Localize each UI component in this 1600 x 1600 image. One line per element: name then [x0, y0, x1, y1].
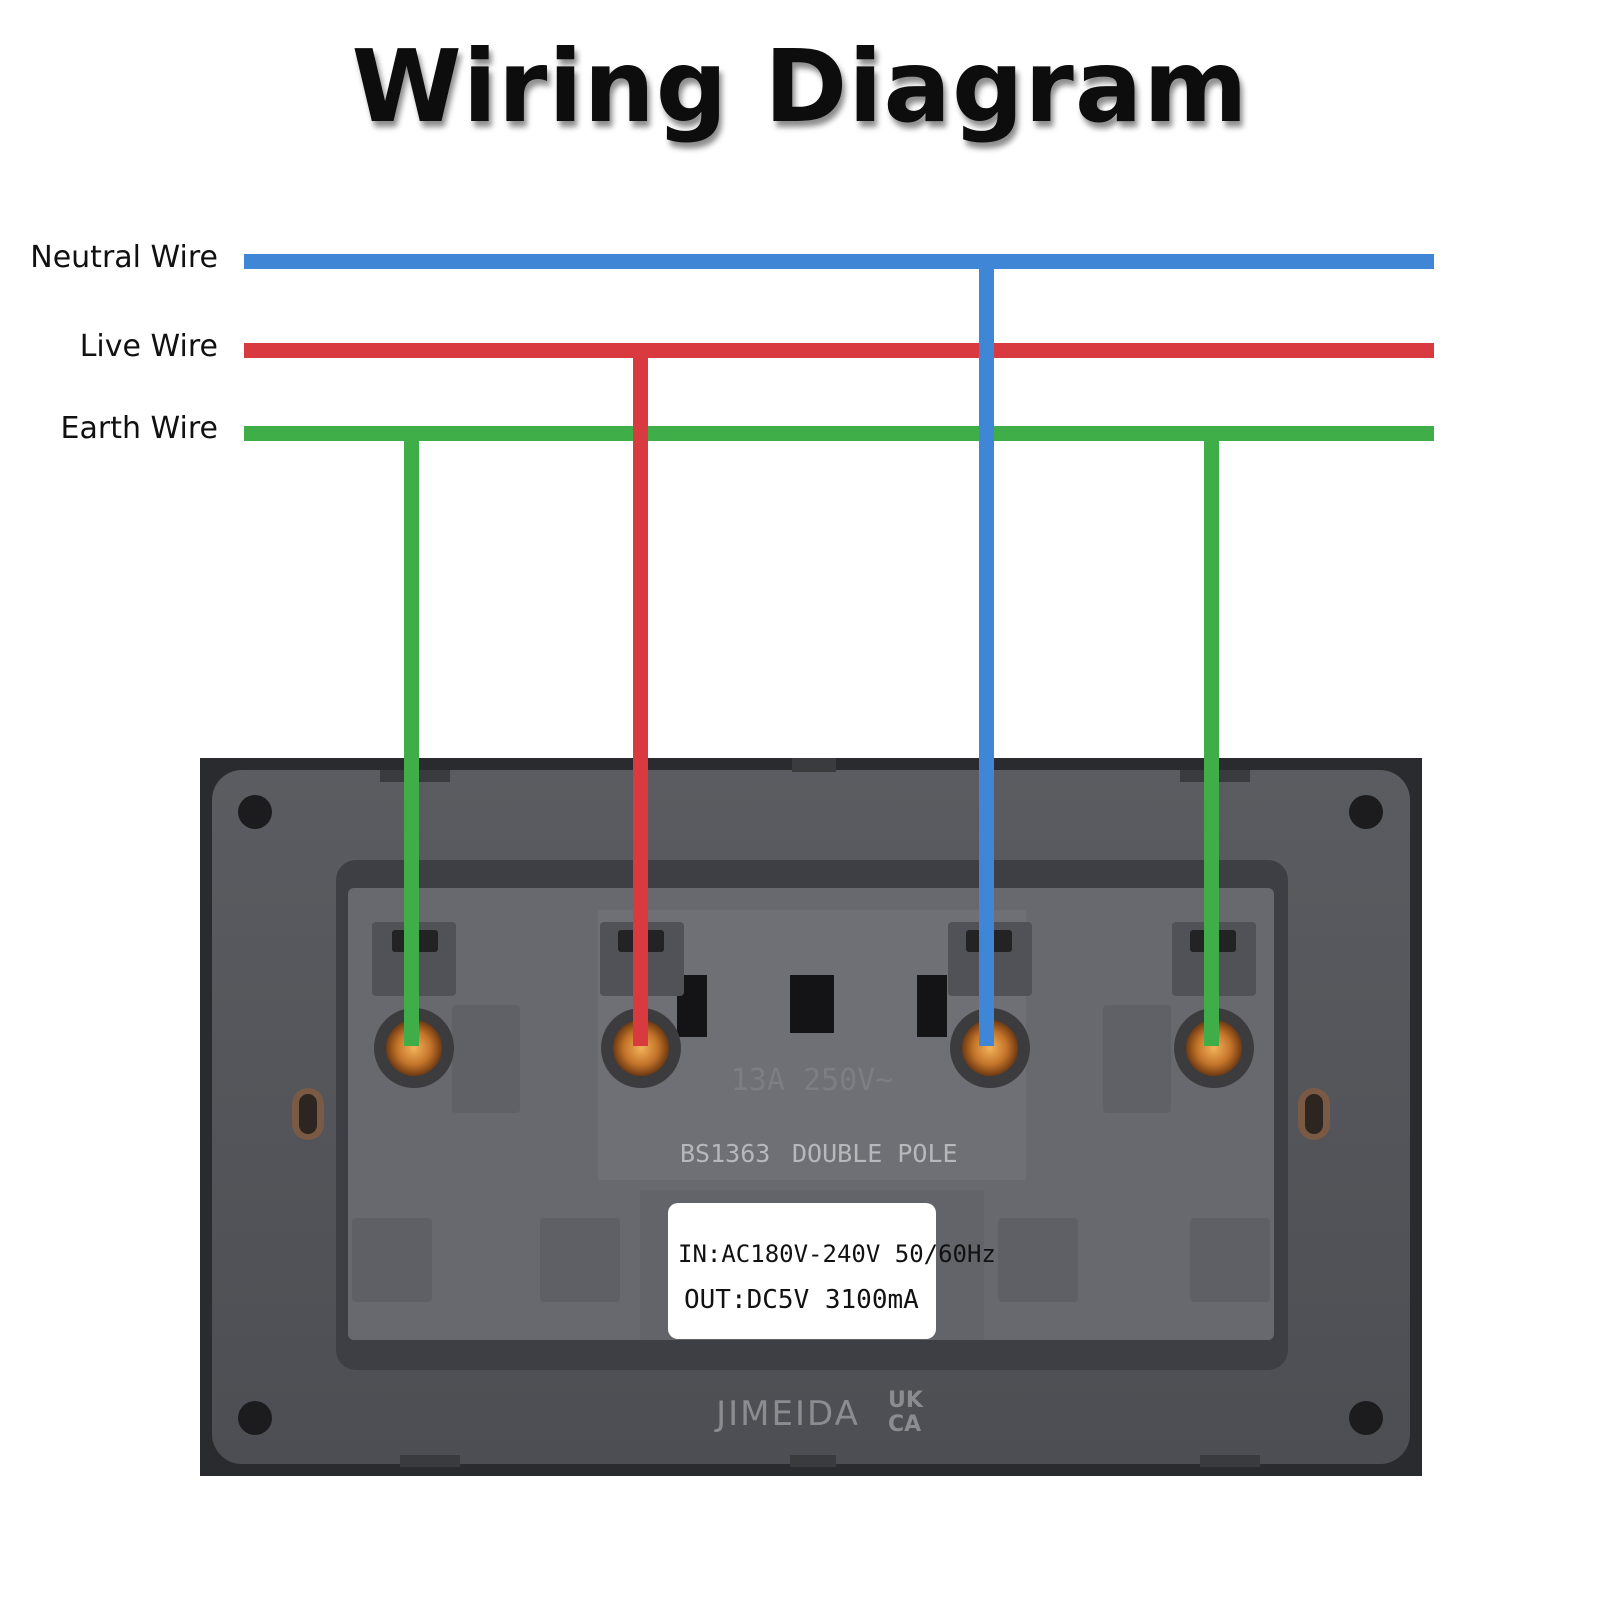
earth-drop-wire-1: [404, 434, 419, 1046]
earth-drop-wire-2: [1204, 434, 1219, 1046]
usb-spec-label: IN:AC180V-240V 50/60Hz OUT:DC5V 3100mA: [668, 1203, 996, 1339]
earth-bus-wire: [244, 426, 1434, 441]
standard-text: BS1363: [680, 1139, 770, 1168]
page-title: Wiring Diagram: [351, 28, 1249, 145]
neutral-drop-wire: [979, 262, 994, 1046]
live-wire-label: Live Wire: [79, 329, 218, 364]
pole-type-text: DOUBLE POLE: [792, 1139, 958, 1168]
terminal-block-4: [1172, 922, 1256, 1088]
neutral-wire-label: Neutral Wire: [30, 240, 218, 275]
live-bus-wire: [244, 343, 1434, 358]
neutral-bus-wire: [244, 254, 1434, 269]
live-drop-wire: [633, 351, 648, 1046]
ukca-mark-top: UK: [888, 1388, 924, 1413]
usb-output-text: OUT:DC5V 3100mA: [684, 1285, 919, 1315]
brand-logo: JIMEIDA: [714, 1394, 860, 1434]
usb-input-text: IN:AC180V-240V 50/60Hz: [678, 1240, 996, 1268]
earth-wire-label: Earth Wire: [60, 411, 218, 446]
rating-text: 13A 250V~: [731, 1063, 894, 1098]
ukca-mark-bottom: CA: [888, 1412, 921, 1437]
